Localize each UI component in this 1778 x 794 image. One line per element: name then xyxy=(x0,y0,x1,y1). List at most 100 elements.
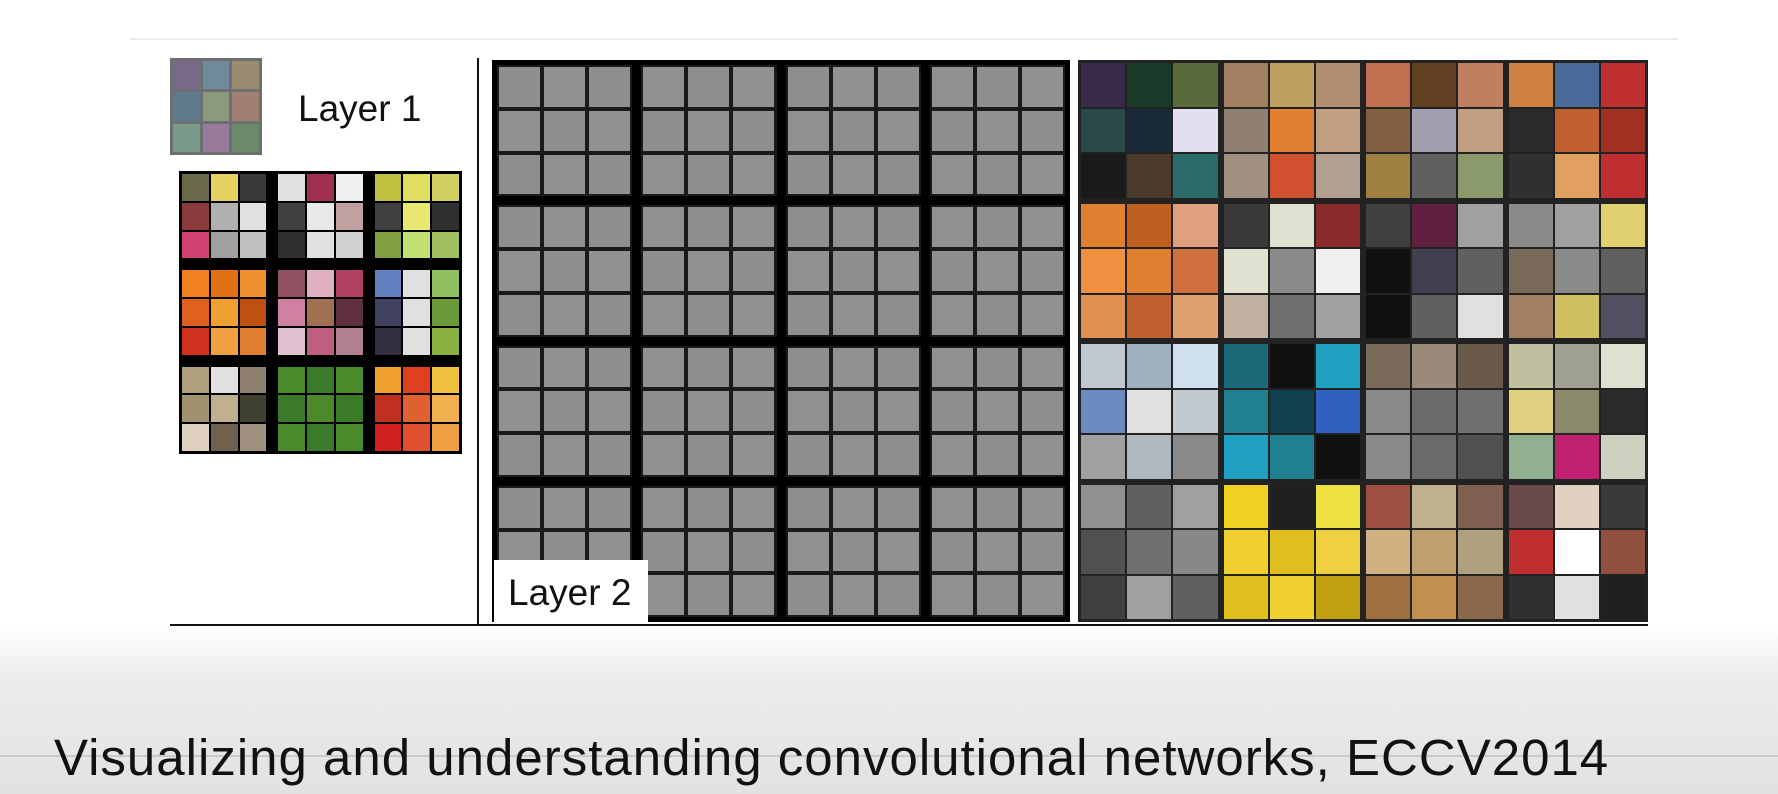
patch-cell xyxy=(335,202,363,230)
image-patch-block xyxy=(1081,344,1218,479)
patch-cell xyxy=(1127,294,1172,338)
patch-cell xyxy=(432,327,459,355)
patch-cell xyxy=(1269,203,1314,247)
patch-cell xyxy=(1366,435,1411,479)
patch-cell xyxy=(432,366,459,394)
patch-cell xyxy=(1223,344,1268,388)
patch-cell xyxy=(403,299,431,326)
filter-cell xyxy=(544,391,586,431)
patch-cell xyxy=(1315,154,1360,198)
layer2-label: Layer 2 xyxy=(508,572,632,613)
layer2-filter-block xyxy=(641,205,777,337)
patch-cell xyxy=(1269,108,1314,152)
patch-cell xyxy=(239,231,267,259)
patch-cell xyxy=(278,327,306,355)
patch-cell xyxy=(239,424,267,451)
patch-cell xyxy=(1366,294,1411,338)
patch-cell xyxy=(307,270,334,298)
layer1-patch-block xyxy=(182,270,267,355)
filter-cell xyxy=(877,347,919,388)
patch-cell xyxy=(239,174,267,201)
patch-cell xyxy=(1223,249,1268,293)
patch-cell xyxy=(239,395,267,423)
filter-cell xyxy=(589,391,631,431)
patch-cell xyxy=(307,424,334,451)
patch-cell xyxy=(182,299,209,326)
image-patch-block xyxy=(1366,203,1503,338)
patch-cell xyxy=(1173,294,1218,338)
layer1-patch-block xyxy=(182,366,267,451)
patch-cell xyxy=(1554,484,1599,528)
filter-cell xyxy=(232,92,259,121)
patch-cell xyxy=(1554,294,1599,338)
patch-cell xyxy=(210,270,238,298)
patch-cell xyxy=(1269,389,1314,433)
filter-cell xyxy=(1021,391,1063,431)
patch-cell xyxy=(307,174,334,201)
patch-cell xyxy=(1173,249,1218,293)
filter-cell xyxy=(787,110,829,151)
layer2-filter-block xyxy=(497,345,633,477)
layer2-filter-block xyxy=(785,65,921,197)
filter-cell xyxy=(589,347,631,388)
patch-cell xyxy=(278,366,306,394)
filter-cell xyxy=(688,67,730,107)
patch-cell xyxy=(1412,530,1457,574)
patch-cell xyxy=(1223,575,1268,619)
layer2-filter-block xyxy=(929,205,1065,337)
filter-cell xyxy=(733,575,775,615)
patch-cell xyxy=(1412,108,1457,152)
filter-cell xyxy=(643,575,685,615)
patch-cell xyxy=(1127,63,1172,107)
slide-top-rule xyxy=(130,38,1678,40)
layer2-filter-block xyxy=(785,205,921,337)
patch-cell xyxy=(1600,203,1645,247)
patch-cell xyxy=(1315,435,1360,479)
patch-cell xyxy=(432,202,459,230)
patch-cell xyxy=(1127,484,1172,528)
filter-cell xyxy=(1021,435,1063,475)
filter-cell xyxy=(931,391,973,431)
patch-cell xyxy=(182,424,209,451)
filter-cell xyxy=(202,61,230,90)
patch-cell xyxy=(278,231,306,259)
patch-cell xyxy=(1315,530,1360,574)
patch-cell xyxy=(1173,63,1218,107)
image-patch-block xyxy=(1508,63,1645,198)
patch-cell xyxy=(1508,484,1553,528)
image-patch-block xyxy=(1223,203,1360,338)
patch-cell xyxy=(403,231,431,259)
filter-cell xyxy=(976,67,1018,107)
filter-cell xyxy=(1021,347,1063,388)
patch-cell xyxy=(1508,63,1553,107)
layer2-filter-block xyxy=(641,485,777,617)
patch-cell xyxy=(1412,203,1457,247)
filter-cell xyxy=(787,67,829,107)
patch-cell xyxy=(307,202,334,230)
filter-cell xyxy=(787,347,829,388)
patch-cell xyxy=(1223,484,1268,528)
filter-cell xyxy=(643,347,685,388)
patch-cell xyxy=(1081,249,1126,293)
image-patch-block xyxy=(1508,203,1645,338)
patch-cell xyxy=(1600,63,1645,107)
patch-cell xyxy=(374,424,402,451)
filter-cell xyxy=(832,154,874,195)
layer2-filter-block xyxy=(641,65,777,197)
filter-cell xyxy=(499,347,541,388)
filter-cell xyxy=(499,154,541,195)
filter-cell xyxy=(733,251,775,291)
layer2-filter-block xyxy=(929,65,1065,197)
patch-cell xyxy=(1127,575,1172,619)
patch-cell xyxy=(1315,249,1360,293)
filter-cell xyxy=(643,487,685,528)
patch-cell xyxy=(1127,154,1172,198)
patch-cell xyxy=(1315,294,1360,338)
image-patch-block xyxy=(1223,63,1360,198)
patch-cell xyxy=(1554,530,1599,574)
figure-baseline xyxy=(170,624,1648,626)
patch-cell xyxy=(1412,484,1457,528)
patch-cell xyxy=(403,174,431,201)
patch-cell xyxy=(1458,108,1503,152)
patch-cell xyxy=(1366,344,1411,388)
